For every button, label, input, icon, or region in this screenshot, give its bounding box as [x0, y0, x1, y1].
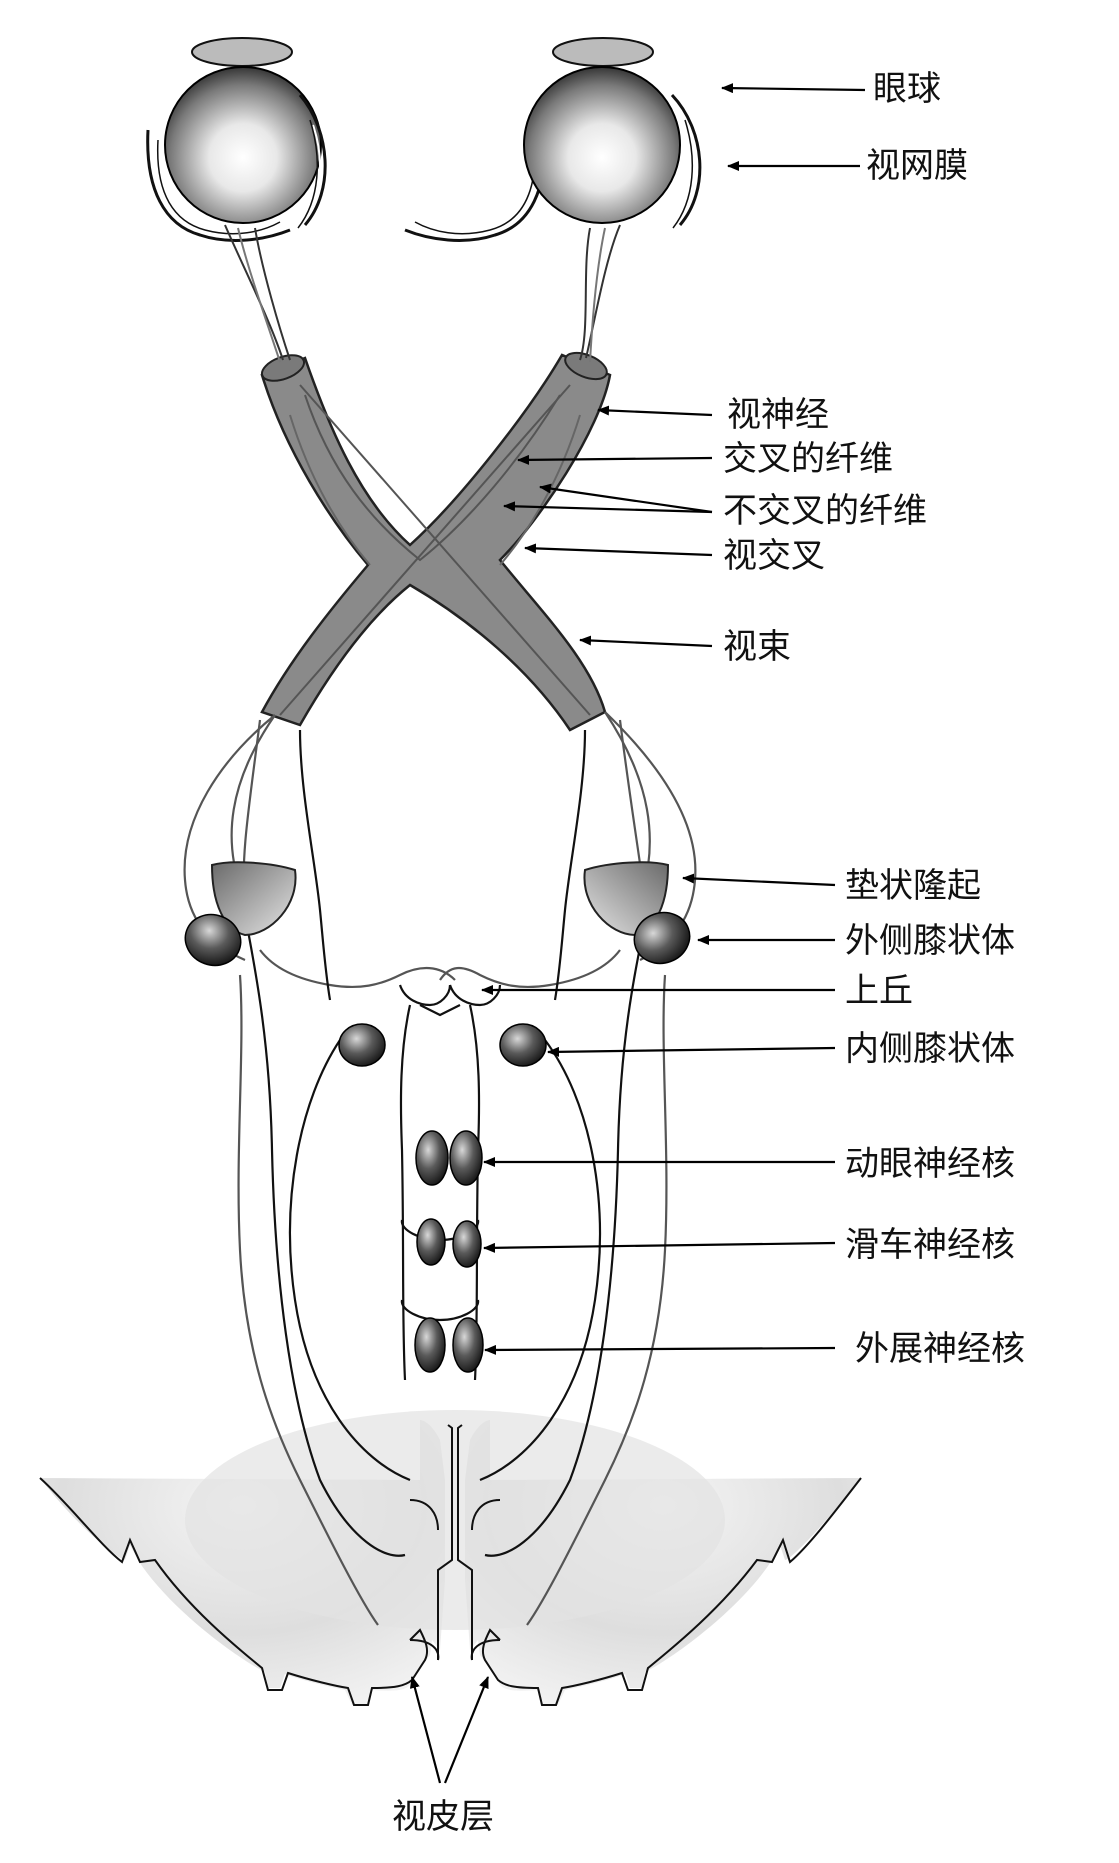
label-crossed-fibers: 交叉的纤维: [723, 439, 893, 479]
visual-cortex: [39, 1410, 862, 1706]
cortex-outline-right: [481, 1477, 862, 1706]
label-optic-chiasm: 视交叉: [723, 536, 825, 576]
arrow-uncrossed-fibers-2: [503, 501, 713, 514]
medial-geniculate-left: [338, 1023, 386, 1067]
label-pulvinar: 垫状隆起: [845, 866, 981, 906]
label-retina: 视网膜: [866, 146, 968, 186]
abducens-nuclei: [414, 1317, 484, 1373]
arrow-eyeball: [721, 83, 866, 94]
label-lateral-geniculate: 外侧膝状体: [845, 921, 1015, 961]
eye-left: [146, 37, 327, 242]
label-superior-colliculus: 上丘: [845, 971, 913, 1011]
lateral-geniculate-left: [184, 913, 242, 967]
arrow-uncrossed-fibers-1: [539, 483, 713, 514]
label-trochlear-nucleus: 滑车神经核: [845, 1225, 1015, 1265]
label-abducens-nucleus: 外展神经核: [855, 1329, 1025, 1369]
medial-geniculate-right: [499, 1023, 547, 1067]
trochlear-nuclei: [416, 1218, 482, 1268]
eye-right: [404, 37, 702, 242]
pulvinar-left: [210, 861, 297, 937]
arrow-pulvinar: [682, 873, 836, 887]
lateral-geniculate-right: [633, 911, 691, 965]
label-eyeball: 眼球: [873, 69, 941, 109]
arrow-optic-tract: [579, 635, 713, 648]
optic-chiasm-shape: [260, 351, 612, 732]
arrow-cortex-right: [443, 1676, 490, 1784]
label-uncrossed-fibers: 不交叉的纤维: [723, 491, 927, 531]
optic-nerve-fibers: [224, 224, 621, 363]
label-medial-geniculate: 内侧膝状体: [845, 1029, 1015, 1069]
arrow-medial-geniculate: [547, 1046, 836, 1057]
arrow-crossed-fibers: [517, 454, 713, 465]
label-optic-tract: 视束: [723, 627, 791, 667]
leader-lines: [409, 83, 866, 1784]
label-optic-nerve: 视神经: [727, 395, 829, 435]
label-oculomotor-nucleus: 动眼神经核: [845, 1144, 1015, 1184]
labels: 眼球 视网膜 视神经 交叉的纤维 不交叉的纤维 视交叉 视束 垫状隆起 外侧膝状…: [392, 69, 1025, 1837]
arrow-optic-nerve: [597, 405, 713, 417]
label-visual-cortex: 视皮层: [392, 1797, 494, 1837]
arrow-abducens: [484, 1344, 836, 1355]
arrow-cortex-left: [409, 1676, 442, 1784]
cortex-outline-left: [39, 1477, 429, 1706]
arrow-optic-chiasm: [524, 543, 713, 557]
oculomotor-nuclei: [415, 1130, 483, 1186]
arrow-trochlear: [483, 1241, 836, 1253]
